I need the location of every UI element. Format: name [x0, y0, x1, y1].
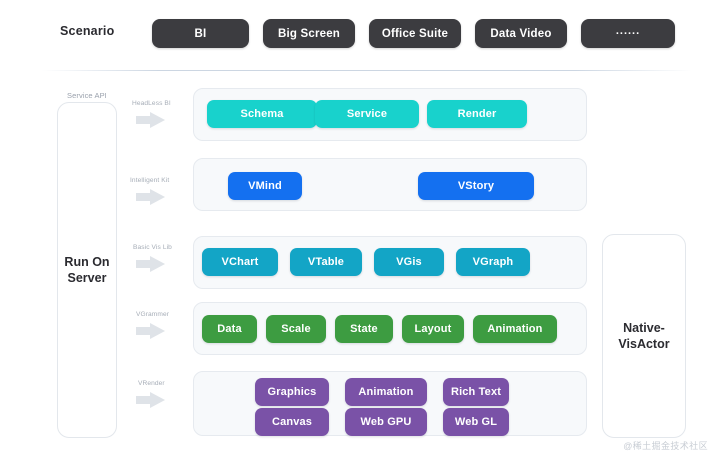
arrow-right-icon: [136, 189, 165, 205]
native-visactor-line2: VisActor: [618, 337, 670, 351]
chip-vmind[interactable]: VMind: [228, 172, 302, 200]
chip-vchart[interactable]: VChart: [202, 248, 278, 276]
native-visactor-panel: Native- VisActor: [602, 234, 686, 438]
chip-web-gpu[interactable]: Web GPU: [345, 408, 427, 436]
header-divider: [42, 70, 692, 71]
scenario-pill-more[interactable]: ......: [581, 19, 675, 48]
chip-group-intelligent-kit: VMind VStory: [228, 172, 534, 200]
watermark: @稀土掘金技术社区: [623, 441, 708, 451]
chip-schema[interactable]: Schema: [207, 100, 317, 128]
stage-tag-vgrammer: VGrammer: [136, 311, 170, 318]
chip-canvas[interactable]: Canvas: [255, 408, 329, 436]
chip-group-headless-bi: Schema Service Render: [207, 100, 527, 128]
chip-group-vrender-row1: Graphics Animation Rich Text: [255, 378, 509, 406]
stage-tag-basic-vis-lib: Basic Vis Lib: [133, 244, 172, 251]
chip-group-vrender-row2: Canvas Web GPU Web GL: [255, 408, 509, 436]
chip-animation-vrender[interactable]: Animation: [345, 378, 427, 406]
scenario-pill-office-suite[interactable]: Office Suite: [369, 19, 461, 48]
service-api-tag: Service API: [67, 91, 107, 100]
chip-vgis[interactable]: VGis: [374, 248, 444, 276]
chip-data[interactable]: Data: [202, 315, 257, 343]
chip-vgraph[interactable]: VGraph: [456, 248, 530, 276]
native-visactor-line1: Native-: [623, 320, 665, 335]
chip-service[interactable]: Service: [315, 100, 419, 128]
arrow-right-icon: [136, 392, 165, 408]
stage-tag-vrender: VRender: [138, 380, 165, 387]
run-on-server-panel: Run On Server: [57, 102, 117, 438]
scenario-pill-bi[interactable]: BI: [152, 19, 249, 48]
scenario-pill-data-video[interactable]: Data Video: [475, 19, 567, 48]
stage-tag-intelligent-kit: Intelligent Kit: [130, 177, 170, 184]
run-on-server-label: Run On Server: [64, 254, 109, 287]
run-on-server-line2: Server: [67, 271, 107, 285]
chip-group-basic-vis-lib: VChart VTable VGis VGraph: [202, 248, 530, 276]
chip-web-gl[interactable]: Web GL: [443, 408, 509, 436]
chip-render[interactable]: Render: [427, 100, 527, 128]
chip-graphics[interactable]: Graphics: [255, 378, 329, 406]
scenario-header: Scenario BI Big Screen Office Suite Data…: [0, 0, 720, 66]
scenario-pill-big-screen[interactable]: Big Screen: [263, 19, 355, 48]
scenario-pill-group: BI Big Screen Office Suite Data Video ..…: [152, 19, 675, 48]
stage-tag-headless-bi: HeadLess BI: [132, 100, 171, 107]
chip-scale[interactable]: Scale: [266, 315, 326, 343]
chip-layout[interactable]: Layout: [402, 315, 464, 343]
chip-vstory[interactable]: VStory: [418, 172, 534, 200]
native-visactor-label: Native- VisActor: [618, 320, 669, 353]
chip-animation[interactable]: Animation: [473, 315, 557, 343]
chip-group-vgrammer: Data Scale State Layout Animation: [202, 315, 557, 343]
ellipsis-label: ......: [615, 24, 641, 37]
chip-rich-text[interactable]: Rich Text: [443, 378, 509, 406]
arrow-right-icon: [136, 112, 165, 128]
arrow-right-icon: [136, 323, 165, 339]
scenario-label: Scenario: [60, 24, 115, 38]
chip-vtable[interactable]: VTable: [290, 248, 362, 276]
run-on-server-line1: Run On: [64, 254, 110, 269]
chip-state[interactable]: State: [335, 315, 393, 343]
arrow-right-icon: [136, 256, 165, 272]
